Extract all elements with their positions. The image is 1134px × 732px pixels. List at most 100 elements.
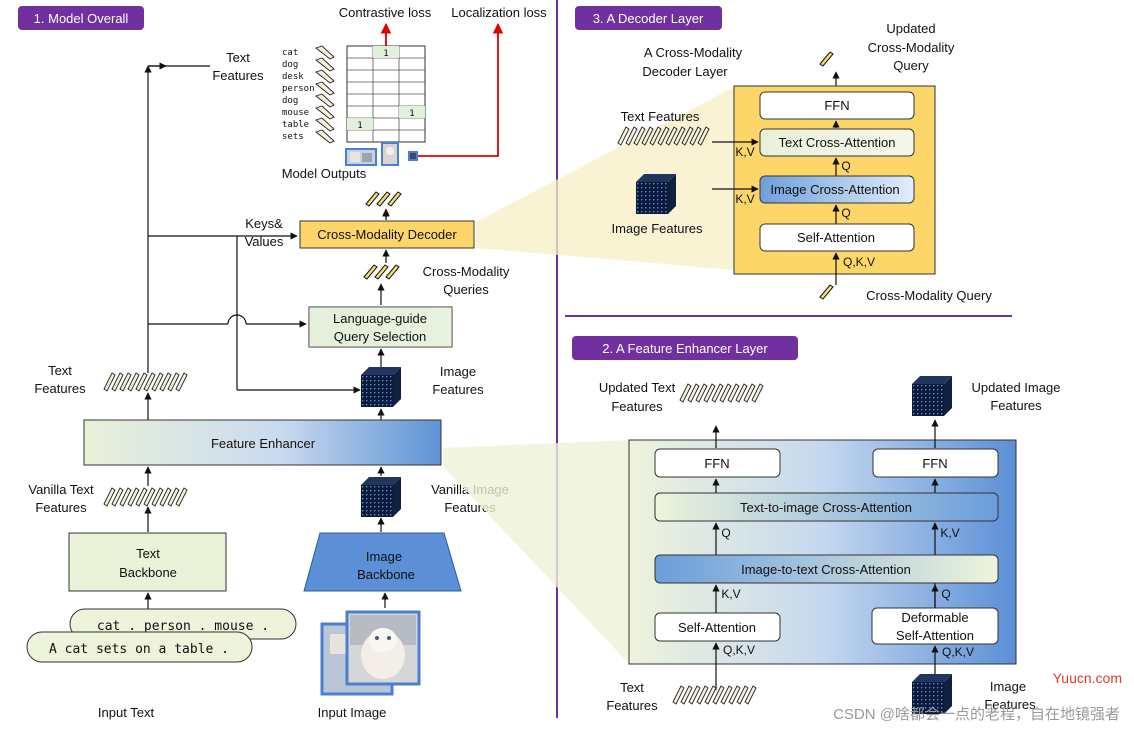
enhancer-image-label-1: Image: [990, 679, 1026, 694]
grid-word-slab: [315, 69, 335, 84]
svg-text:Text-to-image Cross-Attention: Text-to-image Cross-Attention: [740, 500, 912, 515]
input-image-label: Input Image: [318, 705, 387, 720]
grid-one-table: 1: [357, 121, 362, 131]
output-query-slabs: [365, 191, 402, 207]
updated-query-slab: [819, 51, 834, 67]
decoder-qkv-label: Q,K,V: [843, 255, 875, 269]
svg-text:Query Selection: Query Selection: [334, 329, 427, 344]
text-features-slabs: [103, 372, 188, 392]
site-watermark: Yuucn.com: [1053, 670, 1122, 686]
csdn-watermark: CSDN @啥都会一点的老程，自在地镜强者: [833, 705, 1120, 723]
grid-word-slab: [315, 93, 335, 108]
decoder-zoom-wedge: [476, 87, 734, 270]
enhancer-qkv-right-label: Q,K,V: [942, 645, 974, 659]
grid-word-slab: [315, 129, 335, 144]
updated-text-label-1: Updated Text: [599, 380, 676, 395]
decoder-text-cross-attention: Text Cross-Attention: [759, 128, 915, 157]
svg-text:FFN: FFN: [922, 456, 947, 471]
image-backbone-box: Image Backbone: [303, 532, 462, 592]
updated-text-slabs: [679, 383, 764, 403]
updated-image-label-2: Features: [990, 398, 1042, 413]
grid-one-mouse: 1: [409, 109, 414, 119]
decoder-kv-label-1: K,V: [735, 145, 754, 159]
vanilla-image-cube: [361, 477, 401, 517]
svg-text:Image-to-text Cross-Attention: Image-to-text Cross-Attention: [741, 562, 911, 577]
cross-modality-query-slabs: [363, 264, 400, 280]
image-to-text-cross-attention: Image-to-text Cross-Attention: [654, 554, 999, 584]
decoder-image-features-cube: [636, 174, 676, 214]
cm-query-label: Cross-Modality Query: [866, 288, 992, 303]
decoder-ffn: FFN: [759, 91, 915, 120]
svg-text:Image: Image: [366, 549, 402, 564]
vanilla-text-label-2: Features: [35, 500, 87, 515]
svg-text:Self-Attention: Self-Attention: [797, 230, 875, 245]
enhancer-kv-right-label: K,V: [940, 526, 959, 540]
svg-text:3. A Decoder Layer: 3. A Decoder Layer: [593, 11, 704, 26]
svg-text:Self-Attention: Self-Attention: [678, 620, 756, 635]
svg-text:Self-Attention: Self-Attention: [896, 628, 974, 643]
text-features-top-label-2: Features: [212, 68, 264, 83]
svg-text:Image Cross-Attention: Image Cross-Attention: [770, 182, 899, 197]
text-features-label-1: Text: [48, 363, 72, 378]
model-outputs-label: Model Outputs: [282, 166, 367, 181]
enhancer-q-left-label: Q: [721, 526, 730, 540]
grid-word-slab: [315, 81, 335, 96]
section-tag-overall: 1. Model Overall: [18, 6, 144, 30]
overall-connectors: [144, 65, 385, 420]
grid-word-label: cat: [282, 48, 298, 58]
input-text-label: Input Text: [98, 705, 155, 720]
svg-text:Feature Enhancer: Feature Enhancer: [211, 436, 316, 451]
grid-word-label: dog: [282, 96, 298, 106]
svg-text:Backbone: Backbone: [357, 567, 415, 582]
image-features-label-1: Image: [440, 364, 476, 379]
input-image-stack: [320, 610, 421, 696]
decoder-self-attention: Self-Attention: [759, 223, 915, 252]
grid-word-label: sets: [282, 132, 304, 142]
decoder-kv-label-2: K,V: [735, 192, 754, 206]
enhancer-qkv-left-label: Q,K,V: [723, 643, 755, 657]
enhancer-ffn-left: FFN: [654, 448, 781, 478]
grid-word-slab: [315, 57, 335, 72]
svg-text:Language-guide: Language-guide: [333, 311, 427, 326]
updated-image-label-1: Updated Image: [972, 380, 1061, 395]
updated-image-cube: [912, 376, 952, 416]
output-box-thumbnails: [345, 142, 418, 166]
updated-query-label-2: Cross-Modality: [868, 40, 955, 55]
feature-enhancer-box: Feature Enhancer: [83, 419, 442, 466]
text-features-label-2: Features: [34, 381, 86, 396]
image-features-cube: [361, 367, 401, 407]
cm-queries-label-2: Queries: [443, 282, 489, 297]
grid-word-label: dog: [282, 60, 298, 70]
updated-text-label-2: Features: [611, 399, 663, 414]
grid-word-label: table: [282, 120, 309, 130]
decoder-q-label-2: Q: [841, 206, 850, 220]
keys-values-label-1: Keys&: [245, 216, 283, 231]
section-tag-decoder: 3. A Decoder Layer: [575, 6, 722, 30]
svg-text:Cross-Modality Decoder: Cross-Modality Decoder: [317, 227, 457, 242]
grid-text-slabs: [315, 45, 335, 144]
enhancer-q-right-label: Q: [941, 587, 950, 601]
svg-text:1. Model Overall: 1. Model Overall: [34, 11, 129, 26]
grid-word-label: person: [282, 84, 315, 94]
svg-text:Text: Text: [136, 546, 160, 561]
cross-modality-decoder-box: Cross-Modality Decoder: [299, 220, 475, 249]
grid-word-slab: [315, 45, 335, 60]
enhancer-ffn-right: FFN: [872, 448, 999, 478]
decoder-layer-title-2: Decoder Layer: [642, 64, 728, 79]
enhancer-text-label-2: Features: [606, 698, 658, 713]
enhancer-zoom-wedge: [443, 440, 630, 665]
vanilla-text-slabs: [103, 487, 188, 507]
text-backbone-box: Text Backbone: [68, 532, 227, 592]
cm-query-slab: [819, 284, 834, 300]
language-guided-query-selection-box: Language-guide Query Selection: [308, 306, 453, 348]
svg-text:cat . person . mouse .: cat . person . mouse .: [97, 619, 269, 634]
enhancer-text-label-1: Text: [620, 680, 644, 695]
image-features-label-2: Features: [432, 382, 484, 397]
decoder-layer-title-1: A Cross-Modality: [644, 45, 743, 60]
grid-word-slab: [315, 105, 335, 120]
decoder-image-cross-attention: Image Cross-Attention: [759, 175, 915, 204]
keys-values-label-2: Values: [245, 234, 284, 249]
updated-query-label-1: Updated: [886, 21, 935, 36]
